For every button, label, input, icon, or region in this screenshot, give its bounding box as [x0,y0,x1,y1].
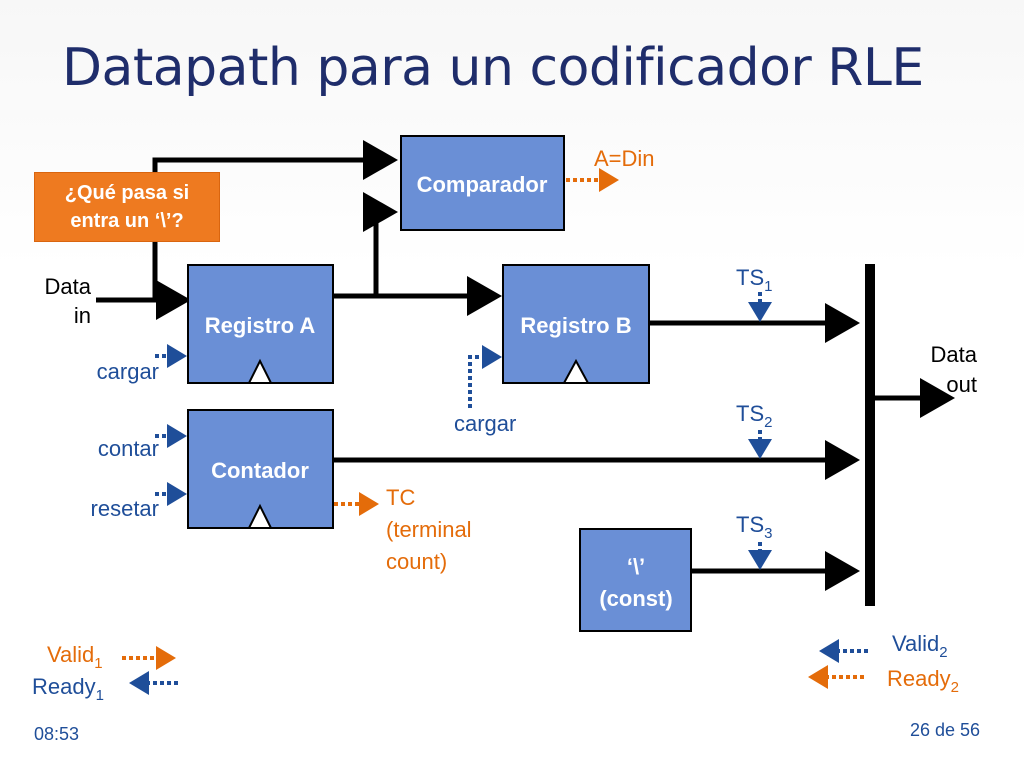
question-line-2: entra un ‘\’? [70,210,184,232]
footer-time: 08:53 [34,724,80,744]
cargar-b-label: cargar [454,411,516,436]
comparador-label: Comparador [417,172,548,197]
const-label: (const) [599,586,672,611]
wires [96,140,955,606]
registro-b-label: Registro B [520,313,631,338]
cargar-a-label: cargar [97,359,159,384]
control-arrows [122,168,868,695]
wire-regA-to-comparador [363,192,398,296]
clock-triangle-regA [247,358,273,384]
question-line-1: ¿Qué pasa si [64,182,190,204]
question-callout: ¿Qué pasa si entra un ‘\’? [34,172,220,242]
data-in-label-1: Data [45,274,92,299]
const-symbol-label: ‘\’ [627,554,645,579]
ts3-label: TS3 [736,512,772,542]
tc-label-3: count) [386,549,447,574]
registro-a-label: Registro A [205,313,316,338]
ready1-label: Ready1 [32,674,104,704]
clock-triangle-regB [562,358,590,384]
tc-label-2: (terminal [386,517,472,542]
valid2-label: Valid2 [892,631,948,661]
tc-label-1: TC [386,485,415,510]
registro-b-block: Registro B [502,264,650,384]
resetar-label: resetar [91,496,159,521]
clock-triangle-contador [247,503,273,529]
registro-a-block: Registro A [187,264,334,384]
data-out-label-2: out [946,372,977,397]
a-din-label: A=Din [594,146,655,171]
footer-page-number: 26 de 56 [910,720,981,740]
ready2-label: Ready2 [887,666,959,696]
signal-labels: Data in Data out cargar contar resetar c… [32,146,978,704]
contar-label: contar [98,436,159,461]
comparador-block: Comparador [400,135,565,231]
wire-datain-to-comparador [152,140,398,300]
valid1-label: Valid1 [47,642,103,672]
slide-title: Datapath para un codificador RLE [62,38,924,98]
data-out-label-1: Data [931,342,978,367]
cargar-b-arrow [468,345,502,408]
ts1-label: TS1 [736,265,772,295]
ts2-label: TS2 [736,401,772,431]
data-in-label-2: in [74,303,91,328]
contador-label: Contador [211,458,309,483]
const-block: ‘\’ (const) [579,528,692,632]
contador-block: Contador [187,409,334,529]
